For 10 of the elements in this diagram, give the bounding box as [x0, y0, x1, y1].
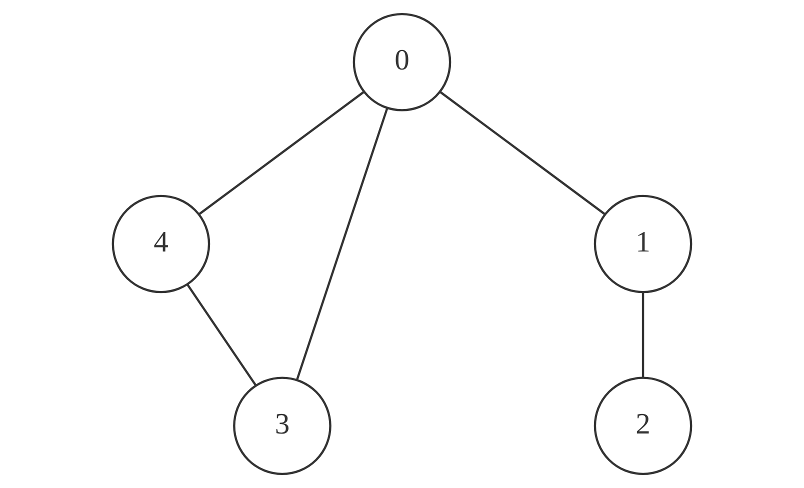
connector [186, 284, 256, 386]
node-circle: 2 [594, 376, 692, 476]
connector [296, 108, 388, 380]
node-circle: 3 [233, 376, 332, 476]
node-circle: 0 [352, 12, 452, 112]
node-circle: 4 [112, 194, 210, 294]
connector [642, 292, 644, 378]
node-circle: 1 [594, 194, 692, 294]
connector [198, 91, 364, 216]
connector [440, 91, 606, 216]
